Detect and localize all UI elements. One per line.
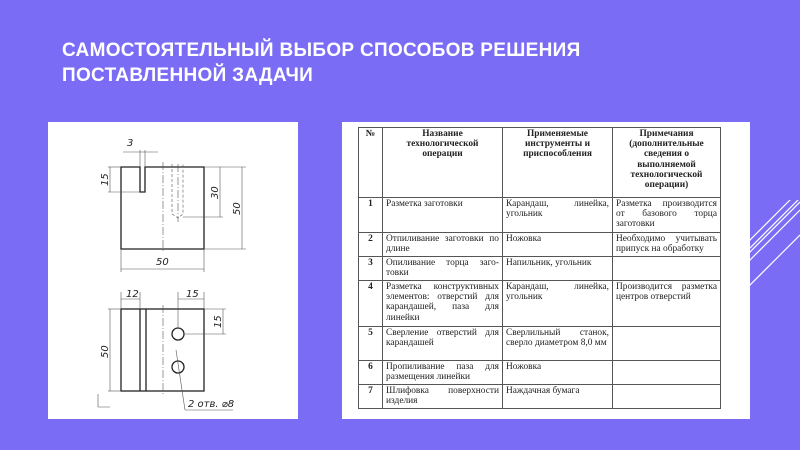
table-header-row: № Название технологической операции Прим… [358, 127, 721, 198]
cell-number: 6 [358, 360, 383, 385]
cell-tools: Наждачная бумага [502, 384, 613, 409]
slide-title: САМОСТОЯТЕЛЬНЫЙ ВЫБОР СПОСОБОВ РЕШЕНИЯ ПО… [62, 38, 581, 88]
cell-tools: Ножовка [502, 232, 613, 257]
cell-notes: Разметка производит­ся от базового торца… [612, 197, 721, 233]
dim-height: 50 [232, 202, 243, 215]
cell-number: 3 [358, 256, 383, 281]
cell-operation: Отпиливание заготовки по длине [382, 232, 503, 257]
title-line-2: ПОСТАВЛЕННОЙ ЗАДАЧИ [62, 65, 314, 86]
dim-hole-depth: 30 [210, 186, 221, 199]
cell-notes [612, 256, 721, 281]
dim-hole-offset-x: 15 [186, 289, 199, 300]
operations-table: № Название технологической операции Прим… [358, 127, 721, 409]
dim-slot-depth: 15 [100, 173, 111, 186]
cell-tools: Карандаш, линейка, угольник [502, 197, 613, 233]
header-operation: Название технологической операции [382, 127, 503, 198]
operations-table-panel: № Название технологической операции Прим… [342, 122, 750, 419]
cell-number: 7 [358, 384, 383, 409]
dim-side-height: 50 [100, 345, 111, 358]
cell-notes [612, 384, 721, 409]
technical-drawing: 3 15 30 50 50 12 15 15 50 2 отв. ⌀8 [48, 122, 298, 419]
cell-number: 5 [358, 326, 383, 361]
cell-notes [612, 326, 721, 361]
cell-number: 1 [358, 197, 383, 233]
cell-operation: Пропиливание паза для размещения линейки [382, 360, 503, 385]
holes-note: 2 отв. ⌀8 [188, 399, 234, 410]
dim-groove: 12 [126, 289, 139, 300]
cell-operation: Шлифовка поверхности изделия [382, 384, 503, 409]
cell-notes: Производится размет­ка центров отверстий [612, 280, 721, 327]
cell-operation: Разметка заготовки [382, 197, 503, 233]
cell-number: 2 [358, 232, 383, 257]
header-notes: Примечания (дополнительные сведения о вы… [612, 127, 721, 198]
cell-operation: Разметка конструктивных элементов: отвер… [382, 280, 503, 327]
dim-hole-offset-y: 15 [213, 315, 224, 328]
cell-tools: Напильник, угольник [502, 256, 613, 281]
dim-slot-width: 3 [127, 138, 133, 149]
cell-tools: Карандаш, линейка, угольник [502, 280, 613, 327]
cell-tools: Сверлильный станок, сверло диаметром 8,0… [502, 326, 613, 361]
cell-notes: Необходимо учитывать припуск на обработк… [612, 232, 721, 257]
cell-operation: Опиливание торца заго­товки [382, 256, 503, 281]
title-line-1: САМОСТОЯТЕЛЬНЫЙ ВЫБОР СПОСОБОВ РЕШЕНИЯ [62, 40, 581, 61]
top-view [120, 308, 205, 392]
cell-tools: Ножовка [502, 360, 613, 385]
decorative-stripes [740, 200, 800, 296]
cell-notes [612, 360, 721, 385]
front-view [120, 166, 205, 250]
dim-width: 50 [156, 257, 169, 268]
header-number: № [358, 127, 383, 198]
cell-number: 4 [358, 280, 383, 327]
cell-operation: Сверление отверстий для карандашей [382, 326, 503, 361]
header-tools: Применяемые инструменты и приспособления [502, 127, 613, 198]
